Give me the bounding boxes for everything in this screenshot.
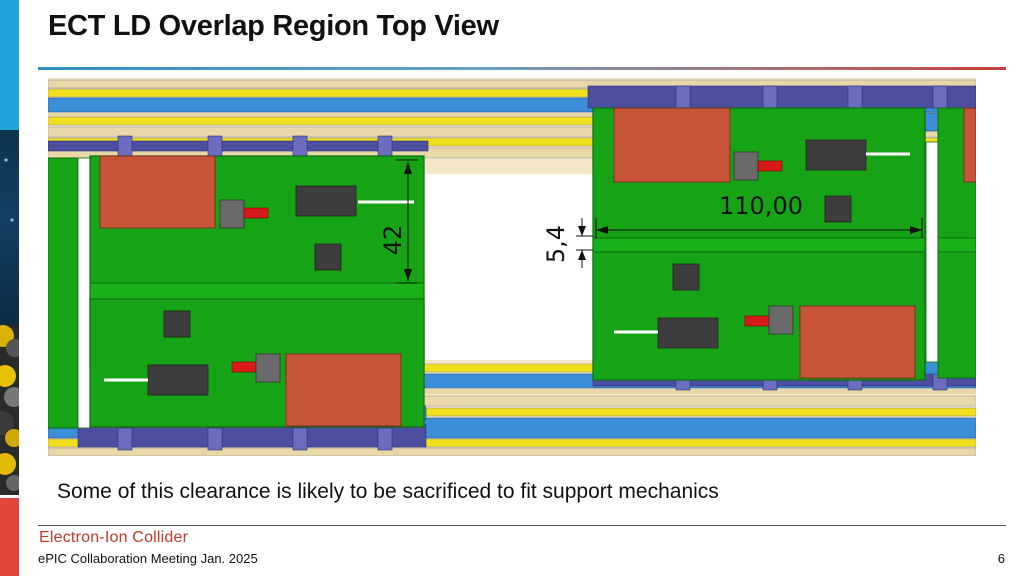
left-board-assembly [89, 155, 425, 428]
footer-meeting: ePIC Collaboration Meeting Jan. 2025 [38, 551, 258, 566]
dimension-gap-label: 5,4 [542, 225, 570, 263]
right-board-assembly [592, 107, 926, 381]
strip-particle-image [0, 325, 19, 495]
dimension-gap [576, 218, 593, 268]
left-partial-board [48, 157, 91, 429]
strip-red-block [0, 498, 19, 576]
slide-caption: Some of this clearance is likely to be s… [57, 480, 719, 503]
footer-divider [38, 525, 1006, 526]
dimension-width-label: 110,00 [719, 192, 803, 220]
dimension-width [595, 218, 923, 238]
decorative-side-strip [0, 0, 19, 576]
top-rail-stack [48, 79, 976, 159]
right-partial-board [925, 107, 976, 379]
strip-detector-image [0, 130, 19, 330]
dimension-height-label: 42 [379, 225, 407, 256]
clearance-gap [425, 174, 593, 360]
cad-drawing: 42 5,4 110,00 [48, 79, 976, 456]
title-underline [38, 67, 1006, 70]
strip-blue-block [0, 0, 19, 130]
cad-top-view-figure: 42 5,4 110,00 [48, 78, 976, 456]
page-number: 6 [997, 551, 1005, 566]
eic-logo-text: Electron-Ion Collider [39, 529, 189, 546]
slide-title: ECT LD Overlap Region Top View [48, 10, 499, 42]
dimension-height [396, 159, 418, 284]
